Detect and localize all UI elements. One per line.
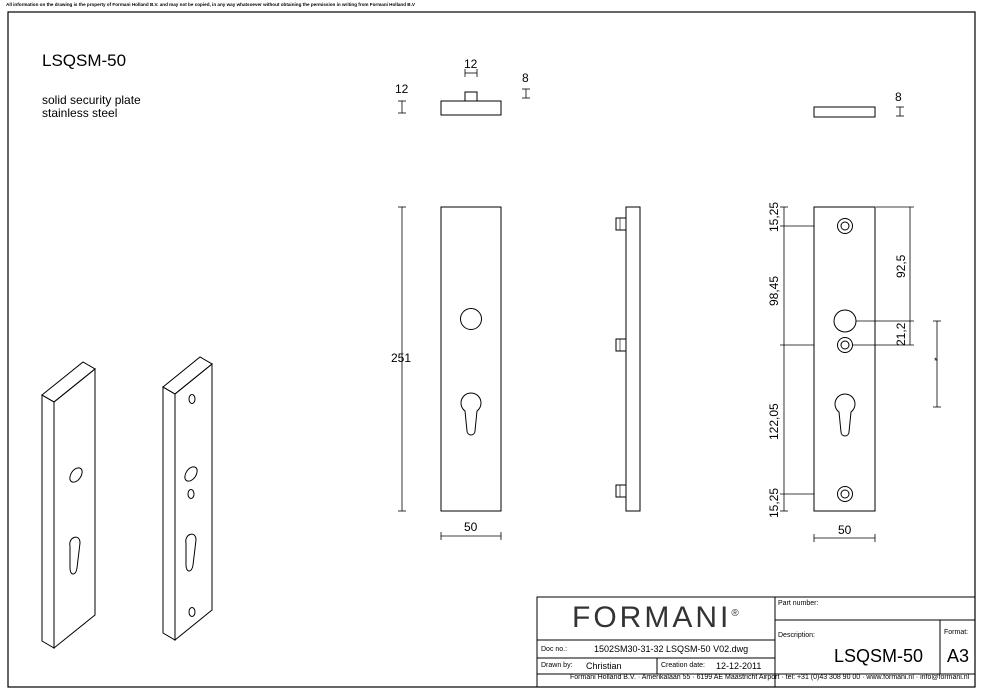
title-block	[536, 596, 976, 688]
sheet-border	[7, 11, 976, 688]
dim-top-thickness: 8	[522, 71, 529, 85]
dim-width-front: 50	[464, 520, 478, 534]
dim-edge-bottom: 15,25	[767, 487, 781, 518]
company-address: Formani Holland B.V. · Amerikalaan 55 · …	[570, 674, 970, 681]
drawn-by-label: Drawn by:	[541, 662, 573, 669]
description-label: Description:	[778, 632, 815, 639]
front-view	[398, 206, 502, 540]
product-description-line1: solid security plate	[42, 93, 141, 107]
back-view	[780, 206, 941, 542]
disclaimer-text: All information on the drawing is the pr…	[6, 2, 415, 7]
dim-asterisk: *	[934, 356, 938, 366]
top-view-front	[398, 69, 530, 116]
format-label: Format:	[944, 629, 969, 636]
side-view	[615, 206, 641, 512]
dim-length: 251	[391, 351, 412, 365]
creation-date-value: 12-12-2011	[716, 661, 762, 671]
dim-hole-spacing-lower: 122,05	[767, 403, 781, 440]
doc-no-label: Doc no.:	[541, 646, 568, 653]
dim-hole-spacing-upper: 98,45	[767, 275, 781, 306]
top-view-back	[813, 106, 904, 118]
doc-no-value: 1502SM30-31-32 LSQSM-50 V02.dwg	[594, 644, 749, 654]
part-number-label: Part number:	[778, 600, 819, 607]
product-description-line2: stainless steel	[42, 106, 118, 120]
dim-side-thickness: 8	[895, 90, 902, 104]
part-description-value: LSQSM-50	[834, 646, 924, 666]
dim-edge-top: 15,25	[767, 201, 781, 232]
dim-top-to-centre: 92,5	[894, 254, 908, 278]
brand-logo: FORMANI®	[572, 601, 739, 634]
dim-width-back: 50	[838, 523, 852, 537]
drawn-by-value: Christian	[586, 661, 622, 671]
product-code-title: LSQSM-50	[42, 51, 127, 70]
isometric-view-2	[162, 356, 213, 642]
creation-date-label: Creation date:	[661, 662, 705, 669]
isometric-view-1	[41, 361, 96, 650]
dim-top-width: 12	[464, 57, 478, 71]
dim-top-left-height: 12	[395, 82, 409, 96]
dim-spindle-to-hole: 21,2	[894, 322, 908, 346]
format-value: A3	[947, 646, 970, 666]
